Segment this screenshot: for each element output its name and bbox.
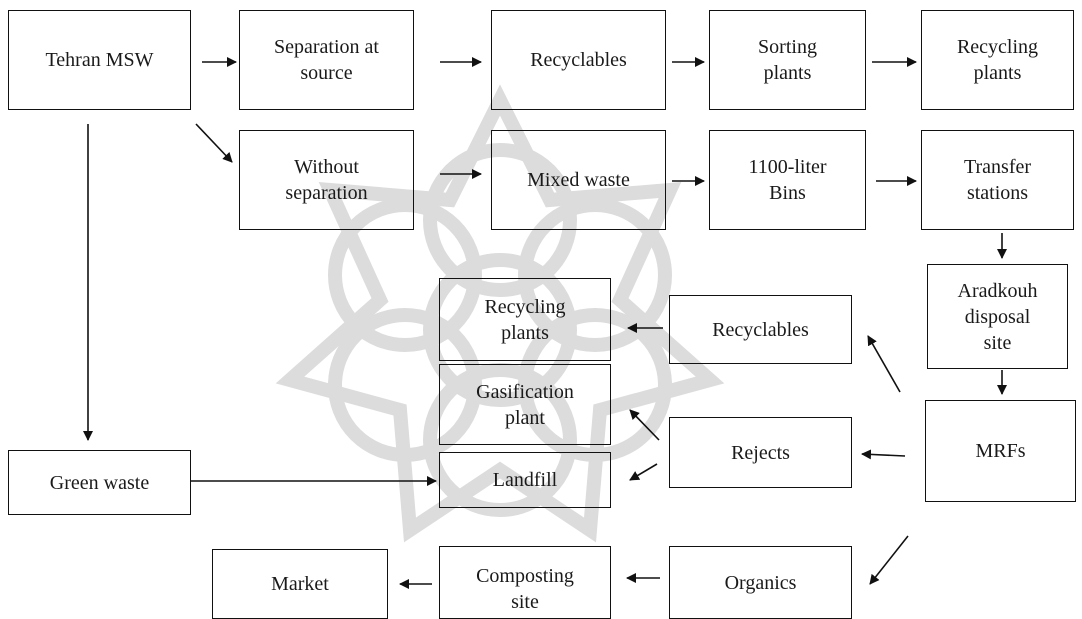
node-recycling-plants-top: Recycling plants xyxy=(921,10,1074,110)
node-organics: Organics xyxy=(669,546,852,619)
node-recyclables-mid: Recyclables xyxy=(669,295,852,364)
node-separation-at-source: Separation at source xyxy=(239,10,414,110)
node-landfill: Landfill xyxy=(439,452,611,508)
node-recyclables-top: Recyclables xyxy=(491,10,666,110)
arrow-msw-to-without-separation xyxy=(195,123,233,163)
node-transfer-stations: Transfer stations xyxy=(921,130,1074,230)
node-1100-liter-bins: 1100-liter Bins xyxy=(709,130,866,230)
arrow-mrfs-to-organics xyxy=(869,535,909,585)
node-mixed-waste: Mixed waste xyxy=(491,130,666,230)
node-mrfs: MRFs xyxy=(925,400,1076,502)
node-gasification-plant: Gasification plant xyxy=(439,364,611,445)
arrow-mrfs-to-recyclables xyxy=(867,335,901,393)
node-aradkouh-disposal-site: Aradkouh disposal site xyxy=(927,264,1068,369)
node-market: Market xyxy=(212,549,388,619)
arrow-rejects-to-gasification xyxy=(629,409,660,441)
arrow-mrfs-to-rejects xyxy=(861,449,906,460)
node-composting-site: Composting site xyxy=(439,546,611,619)
arrow-rejects-to-landfill xyxy=(629,463,658,481)
node-sorting-plants: Sorting plants xyxy=(709,10,866,110)
node-tehran-msw: Tehran MSW xyxy=(8,10,191,110)
node-without-separation: Without separation xyxy=(239,130,414,230)
node-rejects: Rejects xyxy=(669,417,852,488)
node-green-waste: Green waste xyxy=(8,450,191,515)
node-recycling-plants-mid: Recycling plants xyxy=(439,278,611,361)
